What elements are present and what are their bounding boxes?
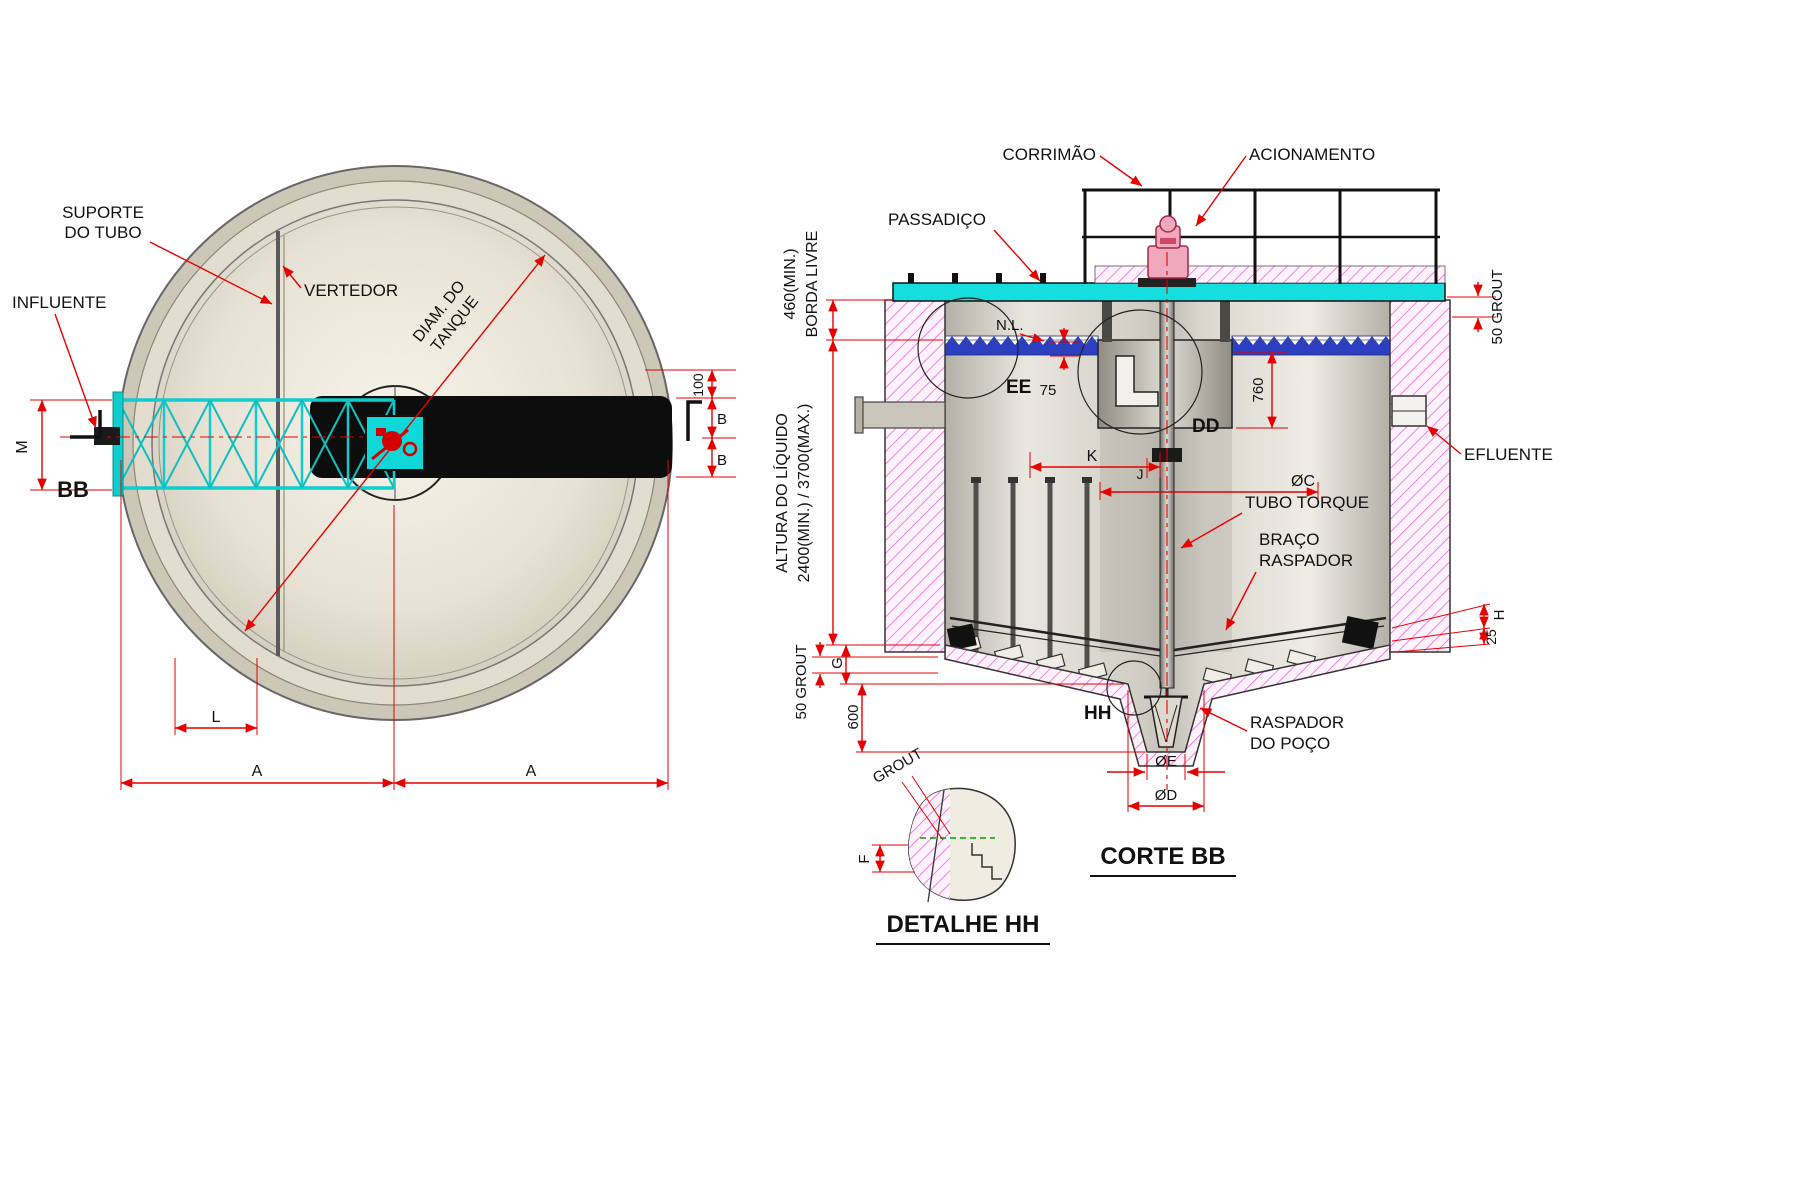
wall-right (1389, 299, 1451, 653)
dim-75-ticks (1050, 328, 1080, 370)
deck-ticks (908, 273, 1046, 283)
dim-a-right-label: A (526, 763, 537, 780)
dim-j-label: J (1137, 466, 1144, 482)
raspador-poco-line1: RASPADOR (1250, 713, 1344, 732)
efluente-label: EFLUENTE (1464, 445, 1553, 464)
dim-od-label: ØD (1155, 787, 1178, 804)
altura-line1: ALTURA DO LÍQUIDO (772, 413, 791, 573)
detail-circle-dd (1077, 309, 1203, 435)
dim-75-label: 75 (1040, 382, 1057, 399)
section-title: CORTE BB (1090, 843, 1236, 877)
dim-a-left-label: A (252, 763, 263, 780)
plan-view: DIAM. DO TANQUE SUPORTE DO TUBO INFLUENT… (12, 165, 736, 790)
plan-leaders: SUPORTE DO TUBO INFLUENTE VERTEDOR (12, 203, 398, 429)
section-view: CORRIMÃO ACIONAMENTO PASSADIÇO EFLUENTE … (772, 145, 1553, 877)
dim-g-label: G (829, 657, 846, 669)
braco-label-line2: RASPADOR (1259, 551, 1353, 570)
grout-right-label: 50 GROUT (1489, 269, 1506, 344)
detail-steps (971, 843, 1002, 880)
influent-pipe-section (854, 396, 946, 434)
dim-100-label: 100 (690, 373, 706, 397)
dim-f: F (856, 844, 915, 873)
tubo-torque-label: TUBO TORQUE (1245, 493, 1369, 512)
wall-left (884, 299, 946, 653)
detalhe-hh-title: DETALHE HH (887, 911, 1040, 938)
dim-h-label: H (1491, 610, 1508, 621)
effluent-outlet (1391, 395, 1427, 427)
detail-hh-label: HH (1084, 703, 1111, 724)
detail-hh-view: GROUT F DETALHE HH (856, 745, 1050, 945)
vertedor-label: VERTEDOR (304, 281, 398, 300)
grout-left-label: 50 GROUT (793, 644, 810, 719)
detail-circle-ee (917, 297, 1019, 399)
influent-elbow (1115, 355, 1159, 407)
influente-label: INFLUENTE (12, 293, 106, 312)
raspador-poco-line2: DO POÇO (1250, 734, 1330, 753)
detail-circle-hh (1106, 660, 1162, 716)
detail-grout-label: GROUT (870, 745, 925, 787)
dim-oc-label: ØC (1291, 473, 1315, 490)
dim-b-upper-label: B (717, 411, 727, 428)
dim-right-stack: 100 B B (645, 369, 736, 478)
dim-right-grout: 50 GROUT (1447, 269, 1506, 345)
rake-arm-plan (310, 396, 672, 478)
dim-b-lower-label: B (717, 452, 727, 469)
floor-slab (944, 644, 1391, 767)
dim-760: 760 (1236, 351, 1288, 429)
detail-ee-label: EE (1006, 377, 1031, 398)
dim-760-label: 760 (1250, 377, 1267, 402)
dim-oe-od: ØE ØD (1107, 690, 1225, 812)
nl-label: N.L. (996, 317, 1024, 334)
dim-oe-label: ØE (1155, 753, 1177, 770)
dim-left-chain: 460(MIN.) BORDA LIVRE ALTURA DO LÍQUIDO … (772, 231, 943, 646)
borda-livre-line2: BORDA LIVRE (804, 231, 821, 338)
dim-f-label: F (856, 854, 873, 863)
dim-k-j-oc: K J ØC (1029, 448, 1319, 500)
section-cut-marks (70, 400, 702, 441)
dim-m-label: M (14, 440, 31, 453)
dim-m: M BB (14, 399, 112, 502)
detail-grout-hatch (908, 788, 950, 901)
pit-scraper (1144, 695, 1188, 748)
suporte-label-line2: DO TUBO (64, 223, 141, 242)
passadico-label: PASSADIÇO (888, 210, 986, 229)
dim-600-label: 600 (845, 704, 862, 729)
section-mark-bb: BB (57, 477, 89, 502)
corte-bb-title: CORTE BB (1100, 843, 1225, 870)
altura-line2: 2400(MIN.) / 3700(MAX.) (796, 404, 813, 583)
dim-h-25: H 25 (1391, 603, 1508, 653)
dim-k-label: K (1087, 448, 1098, 465)
suporte-label-line1: SUPORTE (62, 203, 144, 222)
detail-title: DETALHE HH (876, 911, 1050, 945)
detail-dd-label: DD (1192, 416, 1219, 437)
section-leaders: CORRIMÃO ACIONAMENTO PASSADIÇO EFLUENTE … (888, 145, 1553, 753)
borda-livre-line1: 460(MIN.) (782, 248, 799, 319)
braco-label-line1: BRAÇO (1259, 530, 1319, 549)
dim-25-label: 25 (1483, 629, 1499, 645)
dim-bottom: L A A (120, 460, 669, 790)
acionamento-label: ACIONAMENTO (1249, 145, 1375, 164)
dim-l-label: L (212, 709, 221, 726)
pickets (971, 477, 1092, 675)
dim-left-bottom: 50 GROUT G 600 (793, 642, 1145, 753)
corrimao-label: CORRIMÃO (1003, 145, 1097, 164)
handrail (1082, 188, 1440, 284)
